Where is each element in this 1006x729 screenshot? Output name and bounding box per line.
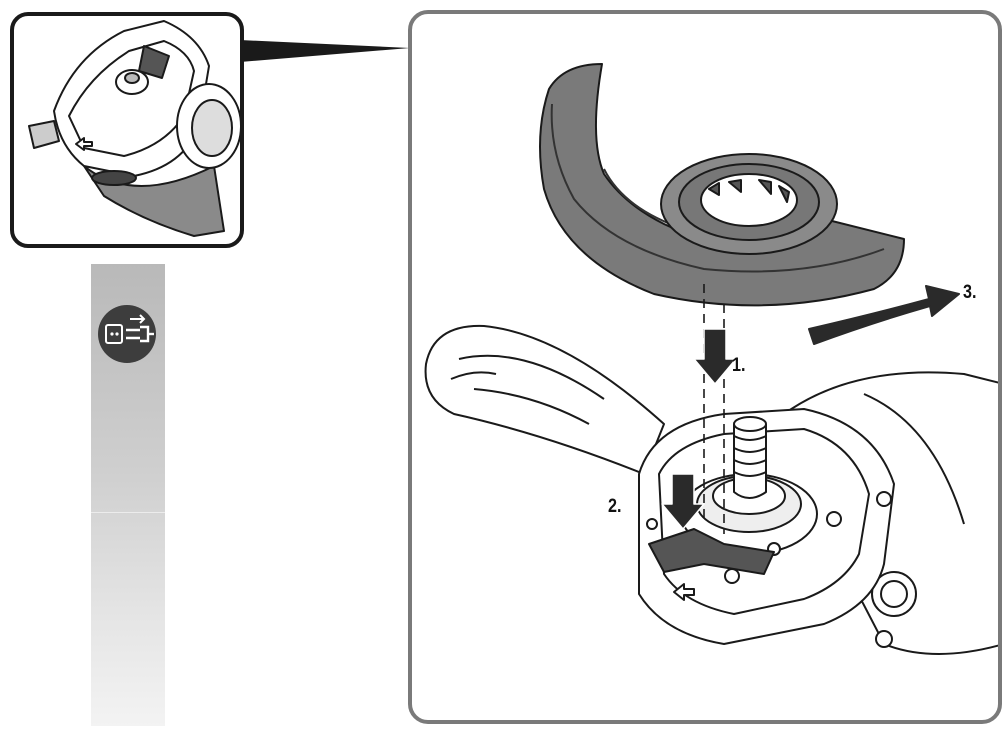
bar-divider bbox=[91, 512, 165, 513]
step-2-label: 2. bbox=[608, 496, 622, 517]
step-3-label: 3. bbox=[963, 282, 977, 303]
guard-mounting-drawing bbox=[424, 63, 998, 655]
step-1-label: 1. bbox=[732, 355, 746, 376]
unplug-before-work-icon bbox=[98, 305, 156, 363]
detail-inset bbox=[10, 12, 244, 248]
main-illustration-panel bbox=[408, 10, 1002, 724]
grinder-head-detail-drawing bbox=[28, 20, 240, 237]
arrow-icon bbox=[673, 583, 695, 601]
